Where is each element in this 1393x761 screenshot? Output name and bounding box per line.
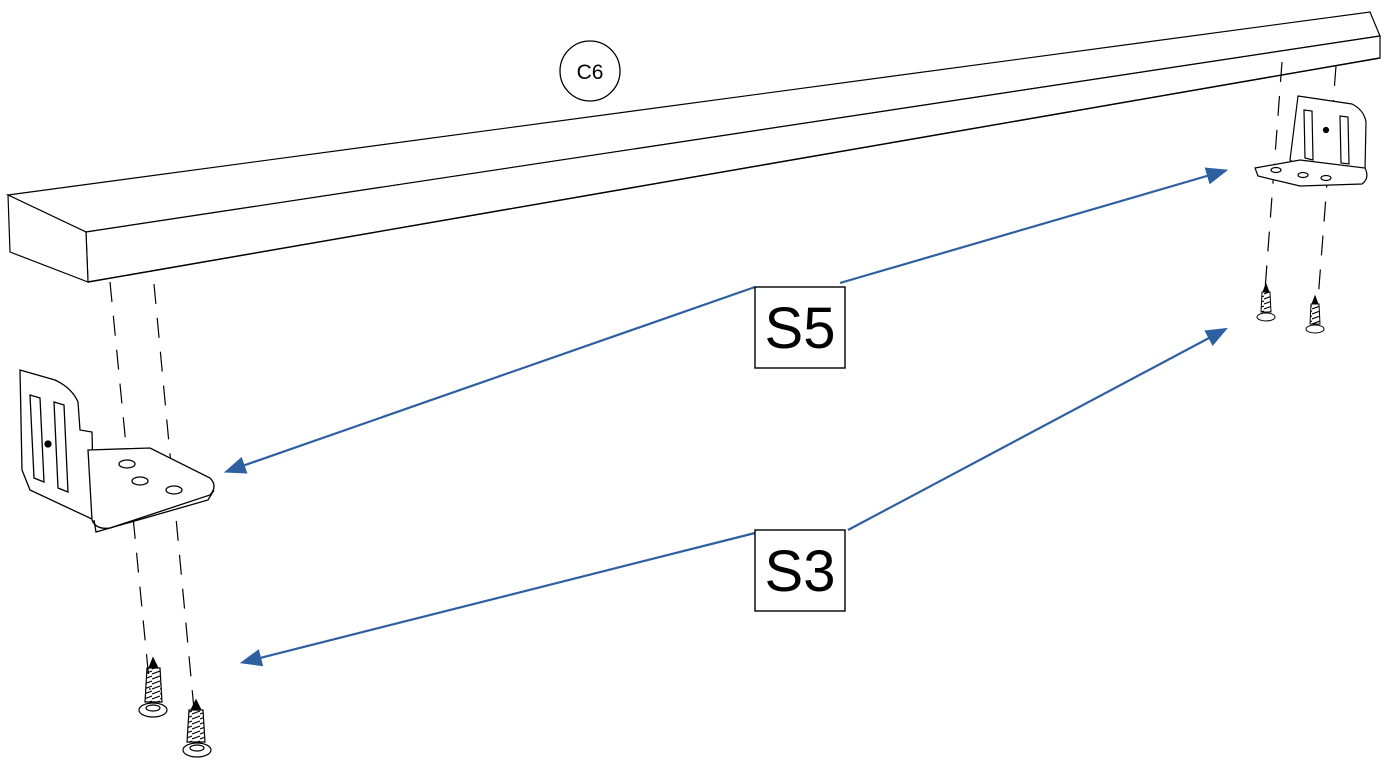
callout-s5: S5 [754, 286, 846, 369]
screw-icon [1256, 282, 1276, 322]
callout-s5-label: S5 [765, 296, 836, 361]
screw-icon [1305, 294, 1325, 334]
part-label-c6: C6 [559, 40, 621, 102]
plank-c6 [5, 11, 1381, 283]
bracket-icon [1254, 95, 1368, 187]
bracket-icon [19, 369, 215, 533]
part-label-text: C6 [577, 61, 604, 84]
callout-s3: S3 [754, 529, 846, 612]
callout-s3-label: S3 [765, 539, 836, 604]
screw-icon [138, 656, 168, 718]
arrow-icon [223, 167, 1229, 667]
screw-icon [182, 698, 212, 758]
